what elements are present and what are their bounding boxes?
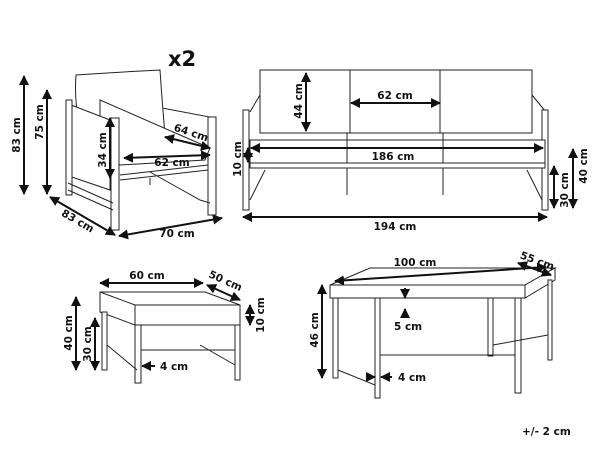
- ottoman-height-label: 40 cm: [63, 315, 75, 350]
- ottoman-depth-label: 50 cm: [207, 269, 244, 294]
- ottoman-depth-arrow: [206, 284, 241, 301]
- sofa-seat-height-label: 40 cm: [578, 148, 590, 183]
- table-length-arrow: [334, 262, 547, 286]
- ottoman-leg-width-label: 4 cm: [160, 361, 188, 373]
- armchair-drawing: [65, 69, 217, 231]
- table-drawing: [329, 267, 557, 399]
- table-length-label: 100 cm: [394, 257, 437, 269]
- sofa-cushion-width-label: 62 cm: [377, 90, 412, 102]
- ottoman-drawing: [99, 291, 241, 384]
- table-top-thickness-label: 5 cm: [394, 321, 422, 333]
- tolerance-label: +/- 2 cm: [522, 426, 571, 438]
- ottoman-width-label: 60 cm: [129, 270, 164, 282]
- table-depth-arrow: [517, 261, 552, 277]
- armchair-seat-width-arrow: [123, 150, 211, 163]
- ottoman-frame-height-label: 30 cm: [82, 326, 94, 361]
- armchair-seat-width-label: 62 cm: [154, 157, 189, 169]
- ottoman-cushion-label: 10 cm: [255, 297, 267, 332]
- armchair-width-arrow: [118, 214, 223, 240]
- sofa-total-width-label: 194 cm: [374, 221, 417, 233]
- armchair-quantity-label: x2: [168, 47, 196, 71]
- armchair-depth-arrow: [49, 196, 116, 236]
- sofa-seat-width-label: 186 cm: [372, 151, 415, 163]
- armchair-width-label: 70 cm: [159, 228, 194, 240]
- sofa-back-cushion-label: 44 cm: [293, 83, 305, 118]
- armchair-total-height-label: 83 cm: [11, 117, 23, 152]
- table-leg-width-label: 4 cm: [398, 372, 426, 384]
- armchair-seat-depth-arrow: [164, 134, 211, 151]
- armchair-arm-height-label: 75 cm: [34, 104, 46, 139]
- armchair-depth-label: 83 cm: [59, 207, 96, 235]
- table-height-label: 46 cm: [309, 312, 321, 347]
- sofa-frame-height-label: 30 cm: [559, 172, 571, 207]
- armchair-back-cushion-label: 34 cm: [97, 132, 109, 167]
- sofa-cushion-thickness-label: 10 cm: [232, 141, 244, 176]
